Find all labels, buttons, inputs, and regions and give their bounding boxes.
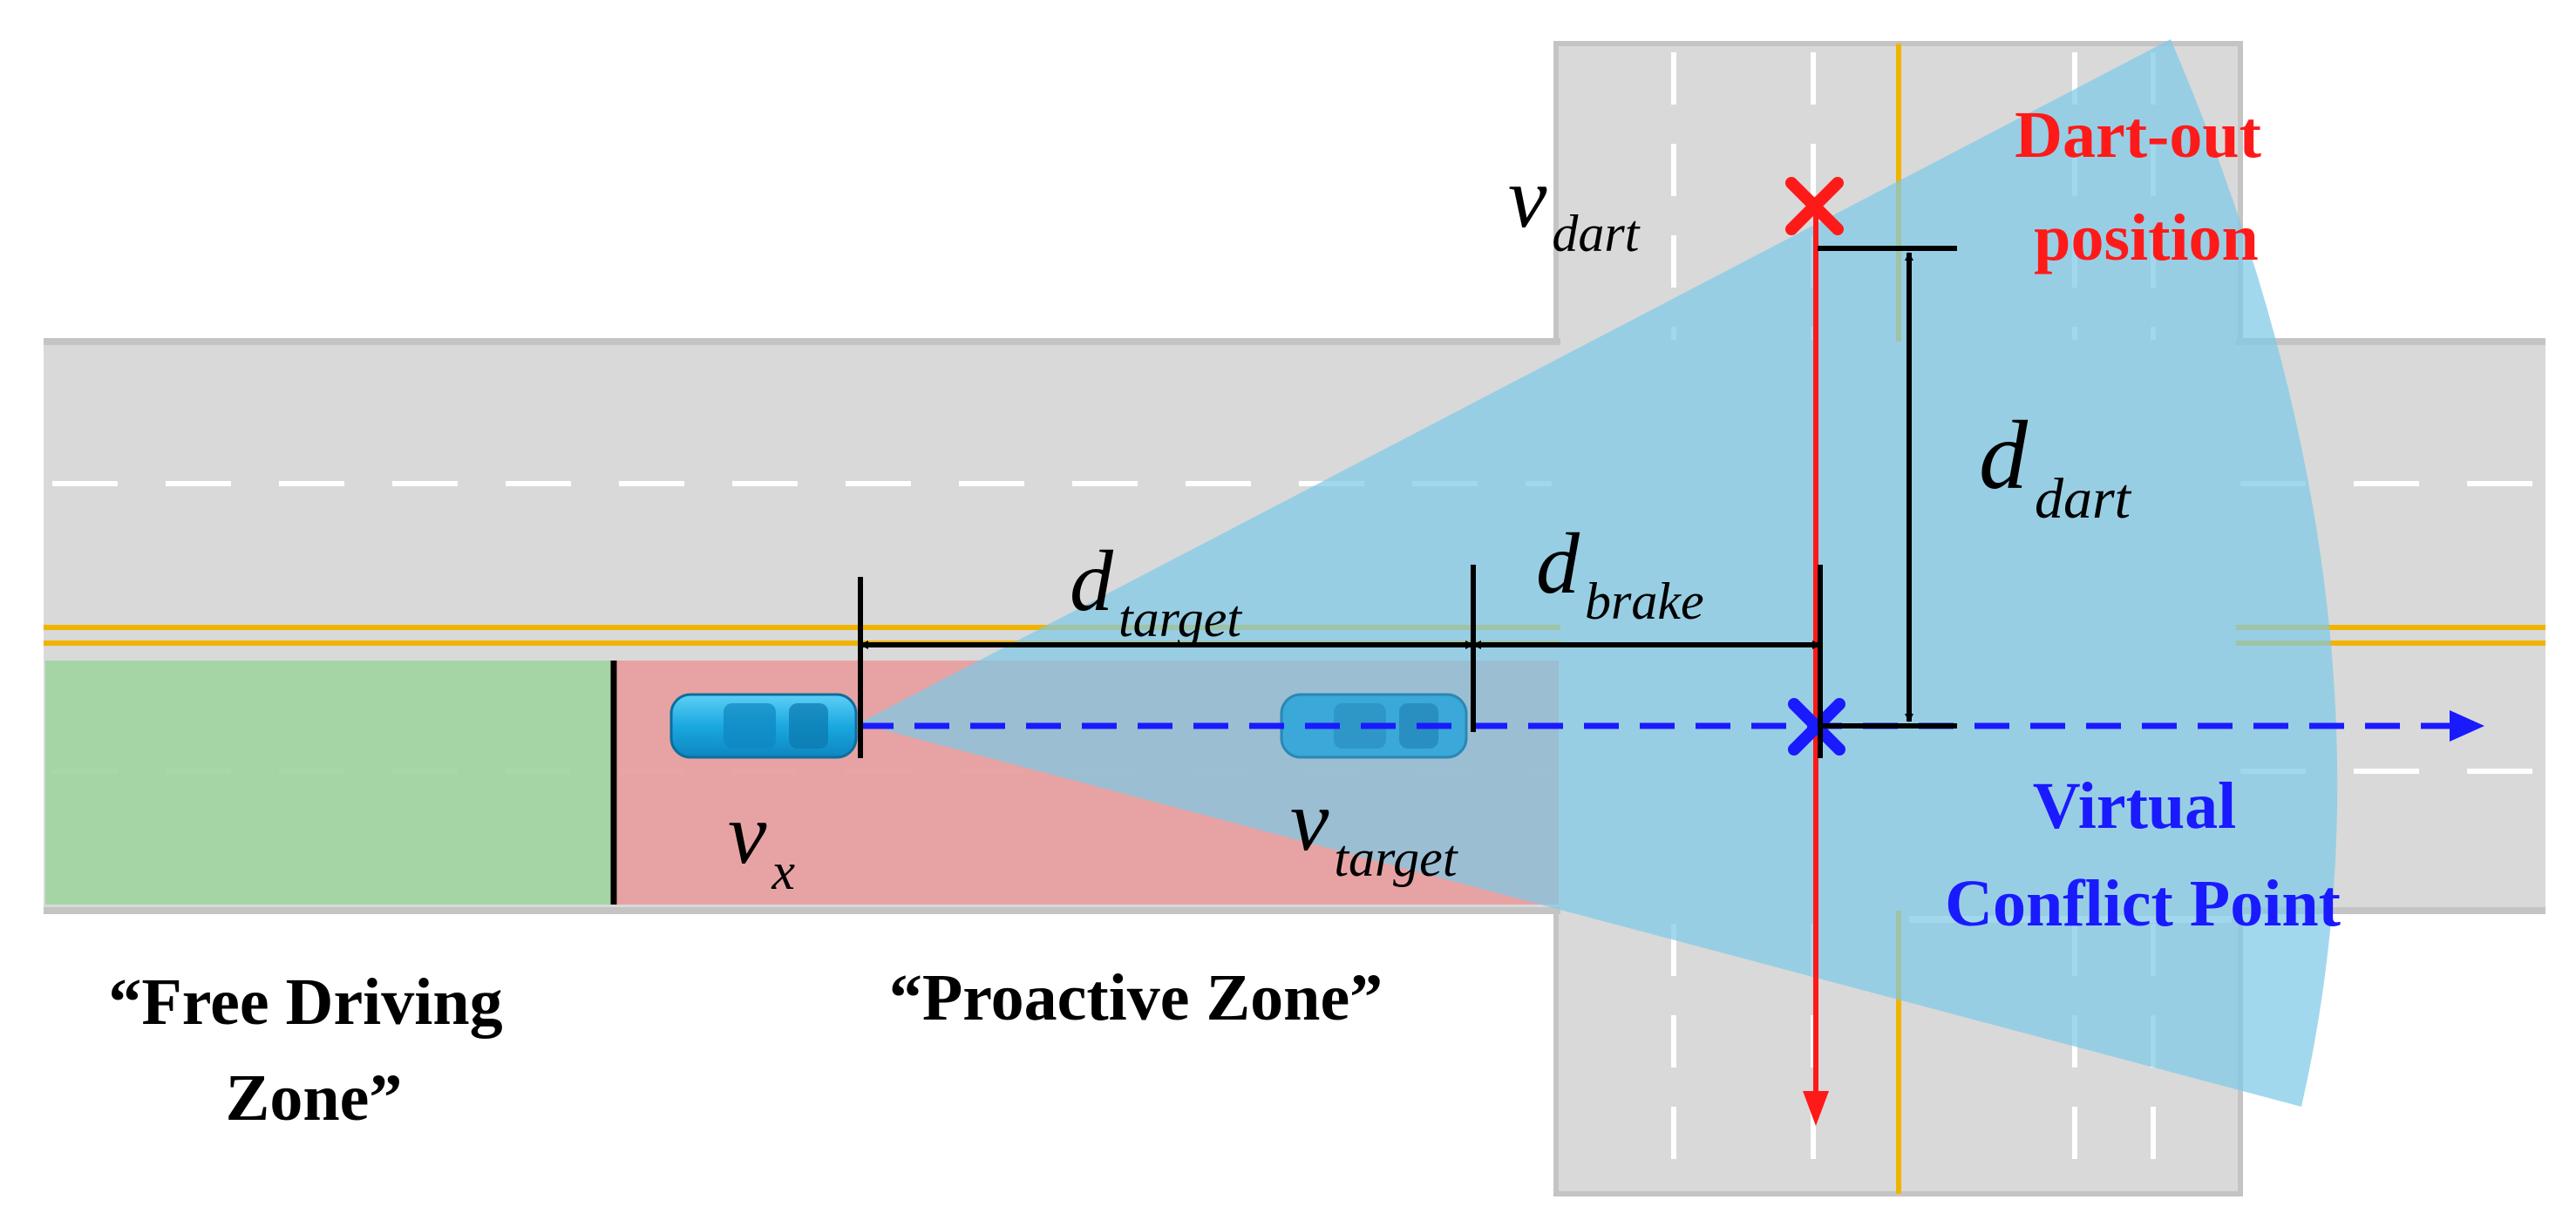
dart-out-marker-x-mark-icon (1785, 177, 1844, 235)
dimension-lines (858, 246, 1957, 758)
trajectory-arrowhead (2450, 710, 2484, 742)
target-vehicle-car-icon (1280, 693, 1468, 759)
free-driving-zone-label: “Free Driving Zone” (108, 966, 519, 1135)
conflict-point-marker-x-mark-icon (1788, 698, 1845, 756)
free-driving-zone (45, 661, 612, 905)
dart-out-arrowhead (1803, 1091, 1829, 1126)
sensor-field (859, 39, 2338, 1107)
virtual-conflict-point-label: Virtual Conflict Point (1945, 769, 2341, 940)
ego-vehicle-car-icon (669, 693, 858, 759)
dart-out-position-label: Dart-out position (2015, 98, 2278, 274)
proactive-zone-label: “Proactive Zone” (889, 961, 1383, 1034)
